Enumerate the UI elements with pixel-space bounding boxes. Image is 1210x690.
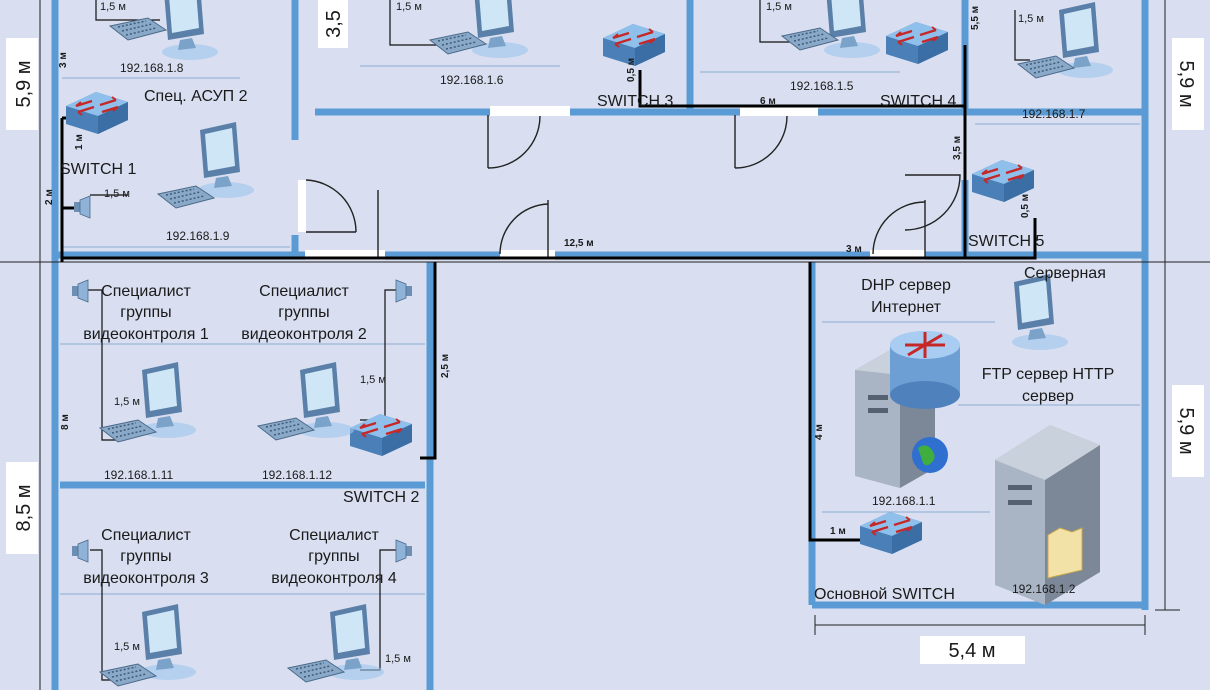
dimension-label-right-top: 5,9 м — [1172, 38, 1204, 130]
switch-4 — [884, 20, 950, 66]
label-line: DHP сервер — [861, 277, 951, 294]
ip-label: 192.168.1.2 — [1012, 582, 1076, 596]
socket-icon — [71, 539, 89, 563]
keyboard-icon — [109, 17, 167, 41]
switch-label: SWITCH 5 — [968, 233, 1045, 250]
dimension-label-top-small: 3,5 — [318, 0, 348, 48]
cable-length-label: 3 м — [846, 244, 862, 255]
cable-length-label: 1 м — [74, 134, 85, 150]
socket-icon — [71, 279, 89, 303]
cable-length-label: 1,5 м — [766, 1, 792, 13]
label-line: группы — [120, 304, 171, 321]
dimension-label-right-mid: 5,9 м — [1172, 385, 1204, 477]
dimension-label-mid-left: 8,5 м — [6, 462, 38, 554]
cable-length-label: 1,5 м — [1018, 13, 1044, 25]
ip-label: 192.168.1.6 — [440, 73, 504, 87]
label-line: группы — [120, 548, 171, 565]
label-line: Интернет — [871, 299, 941, 316]
ip-label: 192.168.1.8 — [120, 61, 184, 75]
label-line: видеоконтроля 4 — [271, 570, 397, 587]
dimension-text: 8,5 м — [13, 484, 35, 531]
dhcp-server-icon — [855, 331, 960, 488]
ftp-http-server-icon — [995, 425, 1100, 605]
label-line: FTP сервер HTTP — [982, 366, 1115, 383]
label-line: Специалист — [101, 283, 191, 300]
pc-icon — [824, 0, 880, 58]
workstation-label-vk1: Специалист группы видеоконтроля 1 — [83, 283, 209, 343]
label-line: группы — [308, 548, 359, 565]
room-label: Спец. АСУП 2 — [144, 88, 248, 105]
shelves — [60, 65, 1140, 595]
cable-length-label: 1,5 м — [114, 396, 140, 408]
pc-icon — [198, 122, 254, 198]
ip-label: 192.168.1.12 — [262, 468, 332, 482]
pc-icon — [140, 604, 196, 680]
dimension-text: 5,9 м — [1175, 407, 1197, 454]
pc-icon — [472, 0, 528, 58]
ftp-server-label: FTP сервер HTTP сервер — [982, 366, 1115, 405]
cable-length-label: 0,5 м — [626, 58, 637, 82]
server-monitor-icon — [1012, 274, 1068, 350]
switch-label: Основной SWITCH — [814, 586, 955, 603]
dimension-text: 5,9 м — [1175, 60, 1197, 107]
socket-icon — [73, 195, 91, 219]
switch-1 — [64, 90, 130, 136]
cable-length-label: 4 м — [814, 424, 825, 440]
ip-label: 192.168.1.11 — [104, 468, 174, 482]
pc-icon — [162, 0, 218, 60]
cable-length-label: 8 м — [60, 414, 71, 430]
workstation-label-vk2: Специалист группы видеоконтроля 2 — [241, 283, 367, 343]
cable-length-label: 3,5 м — [952, 136, 963, 160]
switch-label: SWITCH 4 — [880, 93, 957, 110]
doors — [298, 106, 961, 260]
dimension-text: 5,4 м — [948, 640, 995, 662]
cable-length-label: 6 м — [760, 96, 776, 107]
workstation-label-vk4: Специалист группы видеоконтроля 4 — [271, 527, 397, 587]
ip-label: 192.168.1.9 — [166, 229, 230, 243]
label-line: группы — [278, 304, 329, 321]
label-line: видеоконтроля 2 — [241, 326, 367, 343]
socket-icon — [395, 539, 413, 563]
cable-length-label: 1,5 м — [396, 1, 422, 13]
room-label: Серверная — [1024, 265, 1106, 282]
ip-label: 192.168.1.7 — [1022, 107, 1086, 121]
cable-length-label: 12,5 м — [564, 238, 594, 249]
label-line: видеоконтроля 1 — [83, 326, 209, 343]
label-line: Специалист — [101, 527, 191, 544]
label-line: Специалист — [289, 527, 379, 544]
switch-2 — [348, 412, 414, 458]
ip-label: 192.168.1.5 — [790, 79, 854, 93]
label-line: видеоконтроля 3 — [83, 570, 209, 587]
keyboard-icon — [287, 659, 345, 683]
cable-length-label: 2,5 м — [440, 354, 451, 378]
cable-length-label: 5,5 м — [970, 6, 981, 30]
cable-length-label: 3 м — [58, 52, 69, 68]
label-line: сервер — [1022, 388, 1074, 405]
dimension-text: 3,5 — [323, 10, 345, 38]
cable-length-label: 1,5 м — [100, 1, 126, 13]
cable-length-label: 1,5 м — [385, 653, 411, 665]
keyboard-icon — [99, 419, 157, 443]
cable-length-label: 1 м — [830, 526, 846, 537]
cable-length-label: 1,5 м — [114, 641, 140, 653]
cable-length-label: 0,5 м — [1020, 194, 1031, 218]
label-line: Специалист — [259, 283, 349, 300]
cable-length-label: 1,5 м — [360, 374, 386, 386]
dimension-label-top-left: 5,9 м — [6, 38, 38, 130]
dhcp-server-label: DHP сервер Интернет — [861, 277, 951, 316]
workstation-label-vk3: Специалист группы видеоконтроля 3 — [83, 527, 209, 587]
dimension-text: 5,9 м — [13, 60, 35, 107]
main-switch — [858, 510, 924, 556]
switch-label: SWITCH 1 — [60, 161, 137, 178]
keyboard-icon — [257, 417, 315, 441]
ip-label: 192.168.1.1 — [872, 494, 936, 508]
socket-icon — [395, 279, 413, 303]
switch-label: SWITCH 3 — [597, 93, 674, 110]
dimension-label-bottom: 5,4 м — [920, 636, 1025, 664]
cable-length-label: 2 м — [44, 189, 55, 205]
cable-length-label: 1,5 м — [104, 188, 130, 200]
switch-label: SWITCH 2 — [343, 489, 420, 506]
